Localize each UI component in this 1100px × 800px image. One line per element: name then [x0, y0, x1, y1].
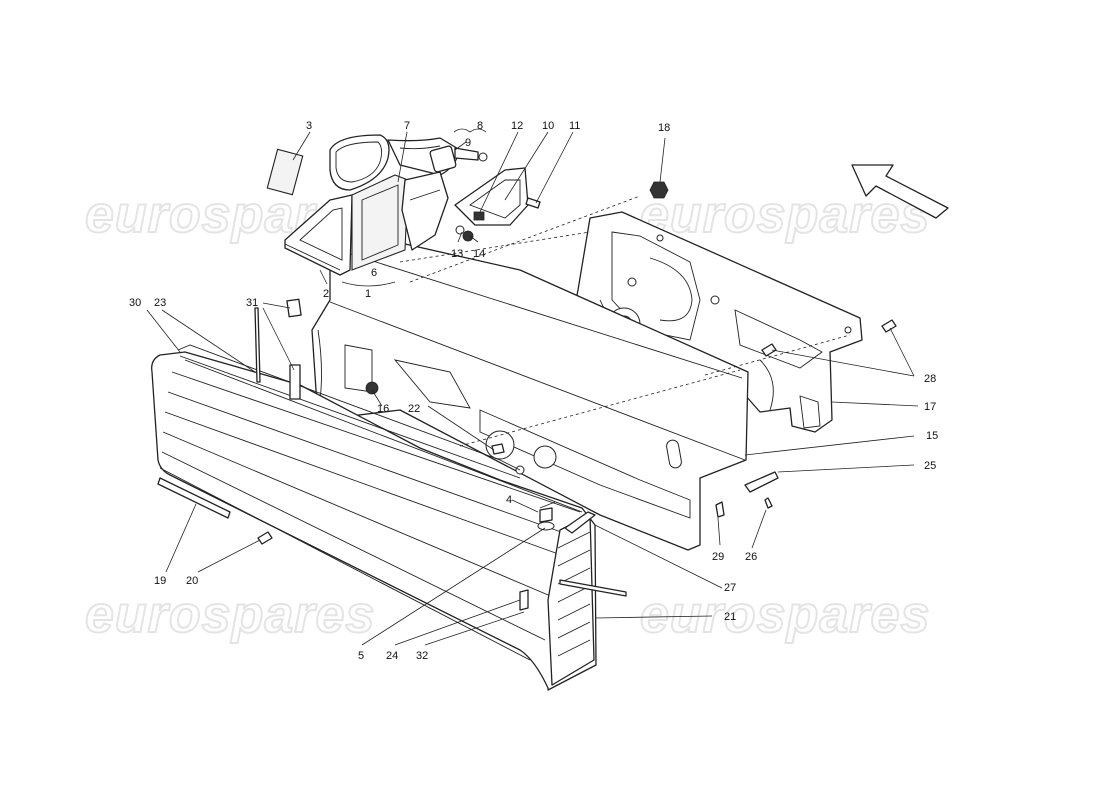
callout-19: 19: [154, 575, 166, 587]
callout-17: 17: [924, 401, 936, 413]
callout-10: 10: [542, 120, 554, 132]
callout-31: 31: [246, 297, 258, 309]
watermark-text: eurospares: [85, 586, 375, 644]
callout-6: 6: [371, 267, 377, 279]
callout-12: 12: [511, 120, 523, 132]
callout-26: 26: [745, 551, 757, 563]
callout-21: 21: [724, 611, 736, 623]
callout-2: 2: [323, 288, 329, 300]
callout-13: 13: [451, 248, 463, 260]
arrow-icon: [851, 164, 949, 219]
callout-18: 18: [658, 122, 670, 134]
callout-4: 4: [506, 494, 512, 506]
door-skin-panel: [151, 344, 627, 691]
callout-8: 8: [477, 120, 483, 132]
callout-5: 5: [358, 650, 364, 662]
callout-1: 1: [365, 288, 371, 300]
callout-16: 16: [377, 403, 389, 415]
callout-22: 22: [408, 403, 420, 415]
callout-24: 24: [386, 650, 398, 662]
watermark-text: eurospares: [640, 586, 930, 644]
callout-9: 9: [465, 137, 471, 149]
hardware: [257, 181, 897, 611]
callouts: 3 7 8 9 12 10 11 18 13 14 6 2 1 30 23 31…: [129, 120, 938, 662]
callout-29: 29: [712, 551, 724, 563]
watermarks: eurospares eurospares eurospares eurospa…: [84, 185, 930, 645]
leader-lines: [146, 128, 919, 646]
callout-23: 23: [154, 297, 166, 309]
callout-7: 7: [404, 120, 410, 132]
callout-27: 27: [724, 582, 736, 594]
callout-14: 14: [473, 248, 485, 260]
watermark-text: eurospares: [640, 186, 930, 244]
guide-rod: [254, 298, 302, 400]
quarter-window: [284, 174, 409, 276]
callout-11: 11: [569, 120, 580, 132]
callout-3: 3: [306, 120, 312, 132]
callout-15: 15: [926, 430, 938, 442]
mirror-assembly: [266, 134, 488, 196]
callout-28: 28: [924, 373, 936, 385]
callout-30: 30: [129, 297, 141, 309]
assembly-lines: [399, 195, 851, 447]
callout-20: 20: [186, 575, 198, 587]
callout-32: 32: [416, 650, 428, 662]
callout-25: 25: [924, 460, 936, 472]
hinge-brackets: [401, 167, 541, 251]
